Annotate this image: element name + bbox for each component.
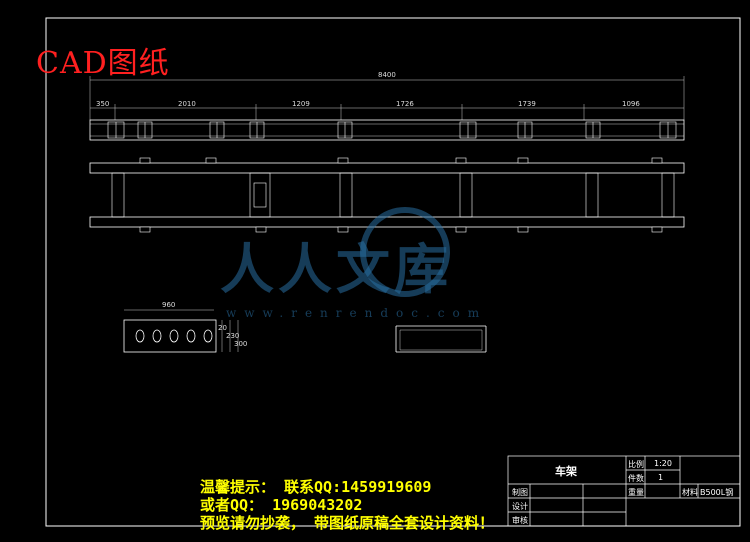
plan-view-tabs <box>139 157 663 233</box>
plan-view-crossmembers <box>111 172 675 218</box>
segment-dim-label: 1726 <box>396 100 414 108</box>
side-view-brackets <box>107 121 677 139</box>
ratio-label: 比例 <box>628 460 644 469</box>
material-value: B500L钢 <box>700 488 734 497</box>
section-height-label: 300 <box>234 340 248 348</box>
segment-dim-label: 1209 <box>292 100 310 108</box>
watermark-url: www.renrendoc.com <box>226 306 488 320</box>
segment-dim-label: 1739 <box>518 100 536 108</box>
end-view <box>395 325 487 353</box>
part-name: 车架 <box>555 465 577 478</box>
notice-line-3: 预览请勿抄袭， 带图纸原稿全套设计资料！ <box>200 514 495 532</box>
material-label: 材料 <box>682 488 698 497</box>
count-label: 件数 <box>628 474 644 483</box>
check-label: 审核 <box>512 516 528 525</box>
notice-line-2: 或者QQ： 1969043202 <box>200 496 363 514</box>
cad-title: CAD图纸 <box>36 46 170 81</box>
watermark-text: 人人文库 <box>220 238 452 301</box>
watermark-logo-circle <box>360 207 450 297</box>
segment-dim-label: 1096 <box>622 100 640 108</box>
side-view <box>89 119 685 141</box>
section-height-label: 230 <box>226 332 240 340</box>
weight-label: 重量 <box>628 488 644 497</box>
section-view <box>123 309 239 353</box>
ratio-value: 1:20 <box>654 459 672 468</box>
notice-line-1: 温馨提示： 联系QQ:1459919609 <box>200 478 432 496</box>
title-block <box>507 455 741 527</box>
drawing-border <box>45 17 741 527</box>
count-value: 1 <box>658 473 664 482</box>
drawn-label: 制图 <box>512 488 528 497</box>
design-label: 设计 <box>512 502 528 511</box>
segment-dim-label: 350 <box>96 100 110 108</box>
section-width-label: 960 <box>162 301 176 309</box>
segment-dim-label: 2010 <box>178 100 196 108</box>
section-height-label: 20 <box>218 324 227 332</box>
overall-dim-label: 8400 <box>378 71 396 79</box>
